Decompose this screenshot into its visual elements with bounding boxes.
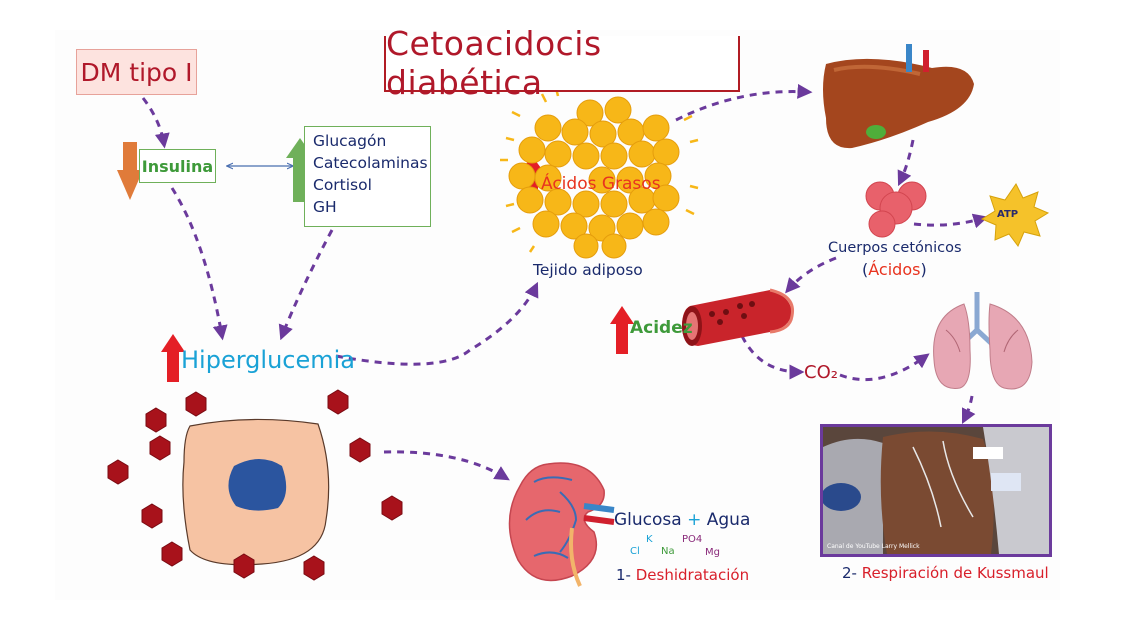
glucose-hexagon	[145, 407, 167, 433]
hormona-glucagon: Glucagón	[313, 132, 387, 150]
adipose-tissue-icon	[508, 96, 680, 259]
glucose-hexagons	[107, 389, 403, 581]
ion-na: Na	[661, 546, 675, 557]
insulina-label: Insulina	[141, 156, 214, 176]
arrow-higado-to-cuerpos	[897, 139, 915, 187]
glucosa-agua-label: Glucosa + Agua	[614, 510, 751, 530]
arrow-acidez-to-co2	[740, 335, 805, 380]
down-arrow-icon	[117, 142, 143, 200]
glucose-hexagon	[141, 503, 163, 529]
glucose-hexagon	[149, 435, 171, 461]
arrow-hiperglucemia-to-tejido	[335, 281, 539, 366]
ketone-bodies-icon	[865, 181, 927, 238]
arrow-dm-to-insulina	[141, 97, 170, 149]
hormona-cortisol: Cortisol	[313, 176, 372, 194]
arrow-tejido-to-higado	[675, 83, 813, 122]
tejido-adiposo-label: Tejido adiposo	[533, 261, 643, 279]
insulina-box: Insulina	[139, 149, 216, 183]
glucose-hexagon	[327, 389, 349, 415]
arrow-cuerpos-to-acidez	[785, 256, 837, 294]
glucose-hexagon	[185, 391, 207, 417]
ion-mg: Mg	[705, 547, 720, 558]
hormonas-box: Glucagón Catecolaminas Cortisol GH	[304, 126, 431, 227]
atp-label: ATP	[997, 209, 1019, 220]
title-box: Cetoacidocis diabética	[384, 24, 740, 102]
kussmaul-label: 2- Respiración de Kussmaul	[842, 564, 1049, 582]
up-arrow-acidez-icon	[610, 306, 634, 354]
glucose-hexagon	[349, 437, 371, 463]
atp-burst-icon	[980, 183, 1050, 247]
kidney-icon	[508, 462, 615, 587]
patient-photo: Canal de YouTube Larry Mellick	[820, 424, 1052, 557]
deshidratacion-label: 1- Deshidratación	[616, 566, 750, 584]
glucose-hexagon	[303, 555, 325, 581]
arrow-celula-to-rinon	[383, 450, 510, 481]
hiperglucemia-label: Hiperglucemia	[181, 346, 355, 374]
acidez-label: Acidez	[630, 318, 693, 338]
lungs-icon	[933, 292, 1033, 390]
arrow-hormonas-to-hiperglucemia	[278, 229, 334, 341]
photo-caption: Canal de YouTube Larry Mellick	[827, 543, 920, 550]
arrow-co2-to-pulmones	[839, 353, 930, 382]
ion-po4: PO4	[682, 534, 703, 545]
diagram-title: Cetoacidocis diabética	[386, 24, 602, 102]
patient-photo-illustration	[823, 427, 1049, 554]
arrow-cuerpos-to-atp	[913, 213, 989, 229]
blood-vessel-icon	[682, 288, 795, 346]
arrow-pulmones-to-foto	[961, 395, 976, 425]
glucose-hexagon	[161, 541, 183, 567]
ion-cl: Cl	[630, 546, 640, 557]
hormona-gh: GH	[313, 198, 337, 216]
cell-icon	[182, 418, 330, 566]
glucose-hexagon	[381, 495, 403, 521]
arrow-insulina-to-hiperglucemia	[170, 187, 228, 341]
up-arrow-hiperglucemia-icon	[161, 334, 185, 382]
liver-icon	[823, 44, 974, 149]
cuerpos-cetonicos-label: Cuerpos cetónicos	[828, 240, 962, 256]
acidos-label: (Ácidos)	[862, 260, 927, 279]
co2-label: CO₂	[804, 362, 838, 383]
dm-tipo-box: DM tipo I	[76, 49, 197, 95]
glucose-hexagon	[233, 553, 255, 579]
dm-label: DM tipo I	[80, 57, 193, 87]
ion-k: K	[646, 534, 653, 545]
hormona-catecolaminas: Catecolaminas	[313, 154, 428, 172]
glucose-hexagon	[107, 459, 129, 485]
acidos-grasos-label: Ácidos Grasos	[541, 174, 661, 194]
